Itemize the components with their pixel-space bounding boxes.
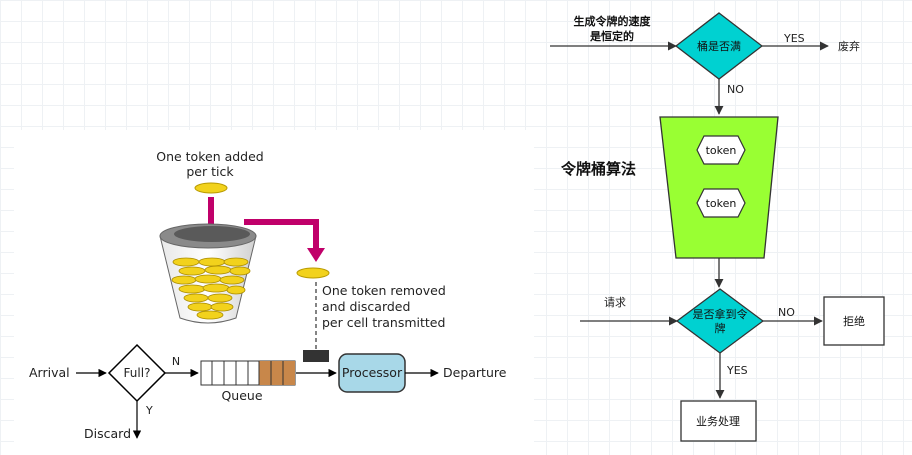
algorithm-title: 令牌桶算法	[561, 160, 636, 178]
discard-label: Discard	[84, 426, 131, 441]
rate-label-line-2: 是恒定的	[589, 29, 634, 43]
token-gate	[303, 350, 329, 362]
bucket-full-decision: 桶是否满	[674, 12, 764, 80]
token-coin-top	[194, 182, 228, 194]
processor-label: Processor	[342, 365, 403, 380]
no-label-1: NO	[727, 83, 744, 96]
token-removed-line-1: One token removed	[322, 283, 446, 298]
rate-label-line-1: 生成令牌的速度	[574, 14, 652, 28]
n-label: N	[172, 355, 180, 368]
token-bucket	[159, 223, 257, 324]
token-bucket-shape: token token	[659, 116, 779, 259]
left-panel	[14, 130, 534, 455]
token-output-arrow	[244, 219, 325, 262]
yes-label-1: YES	[783, 32, 805, 45]
token-removed-line-2: and discarded	[322, 299, 410, 314]
process-box: 业务处理	[680, 400, 757, 442]
full-decision: Full?	[107, 343, 167, 403]
token-label-1: token	[706, 144, 737, 157]
processor-box: Processor	[338, 353, 406, 393]
token-hexagon-1: token	[696, 135, 746, 165]
request-label: 请求	[604, 296, 626, 309]
token-hexagon-2: token	[696, 188, 746, 218]
full-label: Full?	[124, 366, 151, 380]
got-token-line-1: 是否拿到令	[693, 307, 748, 321]
yes-label-2: YES	[726, 364, 748, 377]
right-flowchart: 生成令牌的速度 是恒定的 桶是否满 YES 废弃 NO 令牌桶算法 token …	[550, 12, 885, 442]
token-label-2: token	[706, 197, 737, 210]
bucket-full-label: 桶是否满	[697, 39, 741, 53]
queue-label: Queue	[221, 388, 262, 403]
discard-label-right: 废弃	[838, 39, 860, 53]
token-added-line-1: One token added	[156, 149, 264, 164]
got-token-decision: 是否拿到令 牌	[675, 288, 765, 354]
got-token-line-2: 牌	[715, 321, 726, 335]
no-label-2: NO	[778, 306, 795, 319]
bucket-coins	[171, 257, 251, 320]
reject-box: 拒绝	[823, 296, 885, 346]
token-coin-removed	[296, 267, 330, 279]
arrival-label: Arrival	[29, 365, 70, 380]
y-label: Y	[145, 404, 153, 417]
queue	[200, 360, 296, 386]
token-removed-line-3: per cell transmitted	[322, 315, 445, 330]
reject-label: 拒绝	[843, 314, 865, 328]
process-label: 业务处理	[696, 415, 740, 428]
departure-label: Departure	[443, 365, 507, 380]
token-added-line-2: per tick	[186, 164, 234, 179]
left-token-bucket-diagram: One token added per tick	[29, 149, 507, 441]
